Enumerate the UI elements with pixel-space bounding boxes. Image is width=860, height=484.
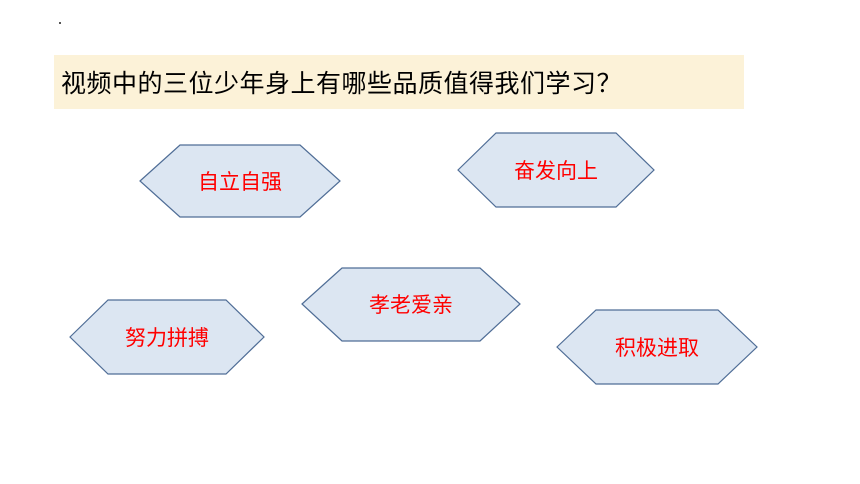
quality-hexagon-hard-work: 努力拼搏 (69, 299, 265, 375)
question-bar: 视频中的三位少年身上有哪些品质值得我们学习？ (54, 55, 744, 109)
quality-label: 奋发向上 (514, 159, 598, 183)
hexagon-shape (457, 132, 655, 208)
quality-hexagon-self-reliance: 自立自强 (139, 144, 341, 218)
quality-hexagon-striving-upward: 奋发向上 (457, 132, 655, 208)
quality-label: 自立自强 (198, 170, 282, 194)
quality-label: 孝老爱亲 (369, 293, 453, 317)
hexagon-shape (139, 144, 341, 218)
hexagon-shape (69, 299, 265, 375)
quality-label: 积极进取 (615, 336, 699, 360)
dot-marker (59, 22, 61, 24)
quality-label: 努力拼搏 (125, 326, 209, 350)
hexagon-shape (556, 309, 758, 385)
quality-hexagon-filial-piety: 孝老爱亲 (301, 267, 521, 342)
hexagon-shape (301, 267, 521, 342)
question-text: 视频中的三位少年身上有哪些品质值得我们学习？ (61, 69, 623, 98)
quality-hexagon-enterprising: 积极进取 (556, 309, 758, 385)
